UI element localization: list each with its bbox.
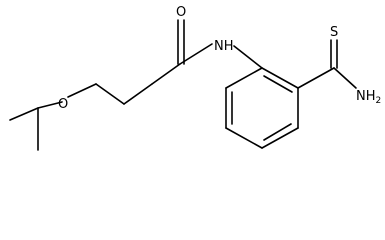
carbonyl-oxygen-label: O [176, 5, 186, 20]
ring-inner-double-1 [263, 75, 293, 93]
bond-carbonyl-to-nh [179, 43, 213, 65]
ring-bond-4 [225, 127, 263, 149]
bond-chain-c2-c3 [123, 83, 153, 105]
bond-nh-to-ring [233, 45, 263, 69]
structure-canvas: O NH O S NH2 [9, 5, 382, 151]
bond-chain-c3-carbonyl [151, 63, 181, 85]
ring-bond-6 [225, 67, 263, 89]
thioamide-amine-subscript: 2 [376, 96, 382, 106]
ether-oxygen-label: O [58, 97, 68, 112]
bond-thioamide-to-nh2 [333, 67, 357, 89]
chemical-structure-drawing: O NH O S NH2 [9, 5, 381, 151]
ring-inner-double-2 [263, 123, 292, 141]
amide-nitrogen-label: NH [214, 39, 234, 54]
bond-isopropyl-to-ether-oxygen [37, 101, 63, 109]
bond-ether-oxygen-to-chain [67, 83, 97, 98]
bond-isopropyl-methyl-top [9, 107, 39, 121]
thioamide-sulfur-label: S [330, 25, 338, 40]
bond-ring-to-thioamide-carbon [297, 67, 335, 89]
ring-bond-1 [261, 67, 299, 89]
bond-chain-c1-c2 [95, 83, 125, 105]
thioamide-amine-label: NH2 [356, 89, 381, 106]
thioamide-amine-text: NH [356, 89, 376, 104]
ring-bond-3 [261, 127, 299, 149]
